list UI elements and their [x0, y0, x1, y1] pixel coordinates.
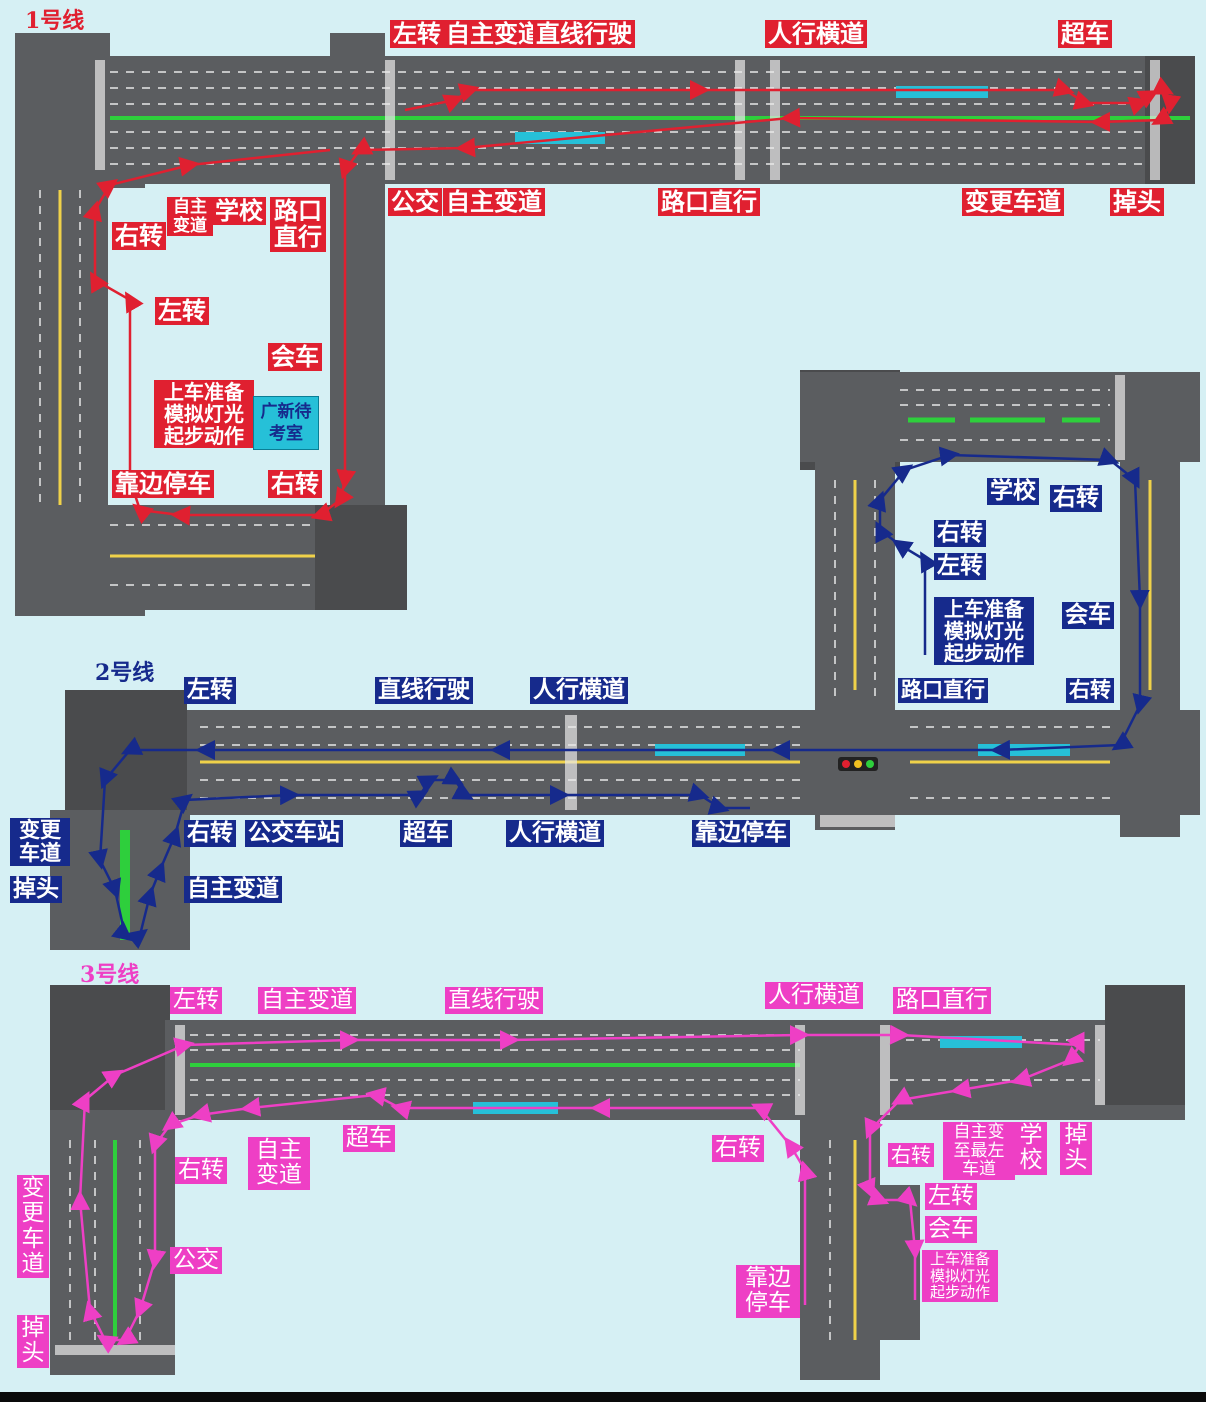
line1-label-straight: 直线行驶 — [533, 20, 635, 49]
line3-title: 3号线 — [80, 962, 140, 988]
line2-label-meet: 会车 — [1062, 602, 1114, 630]
line1-label-change-lane: 变更车道 — [962, 188, 1064, 217]
line2-title: 2号线 — [95, 660, 155, 686]
line3-label-change-lane: 变更车道 — [17, 1175, 49, 1279]
line1-label-left-turn-2: 左转 — [155, 297, 209, 326]
line3-label-intersection: 路口直行 — [893, 987, 991, 1015]
line3-label-lane-change-2: 自主变道 — [248, 1137, 310, 1190]
line2-label-overtake: 超车 — [400, 820, 452, 848]
line2-label-left-turn-2: 左转 — [934, 553, 986, 581]
line3-label-right-turn: 右转 — [175, 1157, 227, 1185]
line2-label-crosswalk: 人行横道 — [530, 677, 628, 705]
line1-sign-zone-2 — [896, 86, 988, 98]
line1-label-pull-over: 靠边停车 — [112, 470, 214, 499]
line2-label-right-turn-3: 右转 — [1066, 678, 1114, 704]
line3-label-crosswalk: 人行横道 — [765, 982, 863, 1010]
line3-route-path — [70, 1024, 1085, 1354]
line1-label-right-turn-2: 右转 — [268, 470, 322, 499]
line3-right-vertical — [800, 1110, 880, 1380]
line2-label-change-lane: 变更车道 — [10, 818, 70, 867]
traffic-light-icon — [838, 757, 878, 771]
line1-route-path — [82, 76, 1182, 526]
line1-label-lane-change-2: 自主变道 — [443, 188, 545, 217]
line3-label-right-turn-3: 右转 — [888, 1143, 934, 1167]
line3-label-uturn: 掉头 — [17, 1315, 49, 1368]
line1-label-intersection: 路口直行 — [658, 188, 760, 217]
line2-label-uturn: 掉头 — [10, 876, 62, 904]
line3-label-uturn-2: 掉头 — [1060, 1122, 1092, 1175]
line1-label-uturn: 掉头 — [1110, 188, 1164, 217]
bottom-bar — [0, 1392, 1206, 1402]
line2-label-lane-change: 自主变道 — [184, 876, 282, 904]
line1-label-crosswalk: 人行横道 — [765, 20, 867, 49]
line3-label-start-prep: 上车准备模拟灯光起步动作 — [922, 1250, 998, 1302]
line1-label-meet: 会车 — [268, 343, 322, 372]
line2-label-start-prep: 上车准备模拟灯光起步动作 — [934, 597, 1034, 665]
line1-bottom-right-block — [315, 505, 407, 610]
line2-label-school: 学校 — [987, 478, 1039, 506]
line3-label-school: 学校 — [1015, 1122, 1047, 1175]
line1-label-school: 学校 — [212, 197, 266, 226]
line1-label-lane-change: 自主变道 — [443, 20, 545, 49]
line3-label-overtake: 超车 — [343, 1125, 395, 1153]
line3-label-leftmost-lane: 自主变至最左车道 — [943, 1122, 1015, 1181]
line2-label-intersection: 路口直行 — [898, 678, 988, 704]
line2-route-path — [88, 446, 1153, 950]
line3-label-left-turn-2: 左转 — [925, 1183, 977, 1211]
line2-label-straight: 直线行驶 — [375, 677, 473, 705]
line2-label-right-turn-2: 右转 — [934, 520, 986, 548]
line3-label-straight: 直线行驶 — [445, 987, 543, 1015]
line2-label-left-turn: 左转 — [184, 677, 236, 705]
line1-label-bus: 公交 — [388, 188, 442, 217]
line1-mid-vertical — [330, 33, 385, 513]
line3-label-left-turn: 左转 — [170, 987, 222, 1015]
line1-label-right-turn: 右转 — [112, 222, 166, 251]
line1-label-intersection-2: 路口直行 — [270, 197, 326, 252]
line1-title: 1号线 — [25, 8, 85, 34]
line2-label-right-turn-4: 右转 — [184, 820, 236, 848]
line2-label-right-turn: 右转 — [1050, 485, 1102, 513]
line3-label-bus: 公交 — [170, 1247, 222, 1275]
line2-label-crosswalk-2: 人行横道 — [506, 820, 604, 848]
line1-label-lane-change-3: 自主变道 — [167, 197, 213, 237]
line2-label-pull-over: 靠边停车 — [692, 820, 790, 848]
line1-label-start-prep: 上车准备模拟灯光起步动作 — [154, 380, 254, 448]
line3-label-pull-over: 靠边停车 — [736, 1265, 800, 1318]
waiting-room: 广新待考室 — [253, 396, 319, 451]
line1-label-left-turn: 左转 — [390, 20, 444, 49]
line3-right-block — [1105, 985, 1185, 1105]
line1-label-overtake: 超车 — [1058, 20, 1112, 49]
line3-label-meet: 会车 — [925, 1216, 977, 1244]
line3-label-lane-change: 自主变道 — [258, 987, 356, 1015]
line3-label-right-turn-2: 右转 — [712, 1135, 764, 1163]
line2-label-bus-stop: 公交车站 — [245, 820, 343, 848]
